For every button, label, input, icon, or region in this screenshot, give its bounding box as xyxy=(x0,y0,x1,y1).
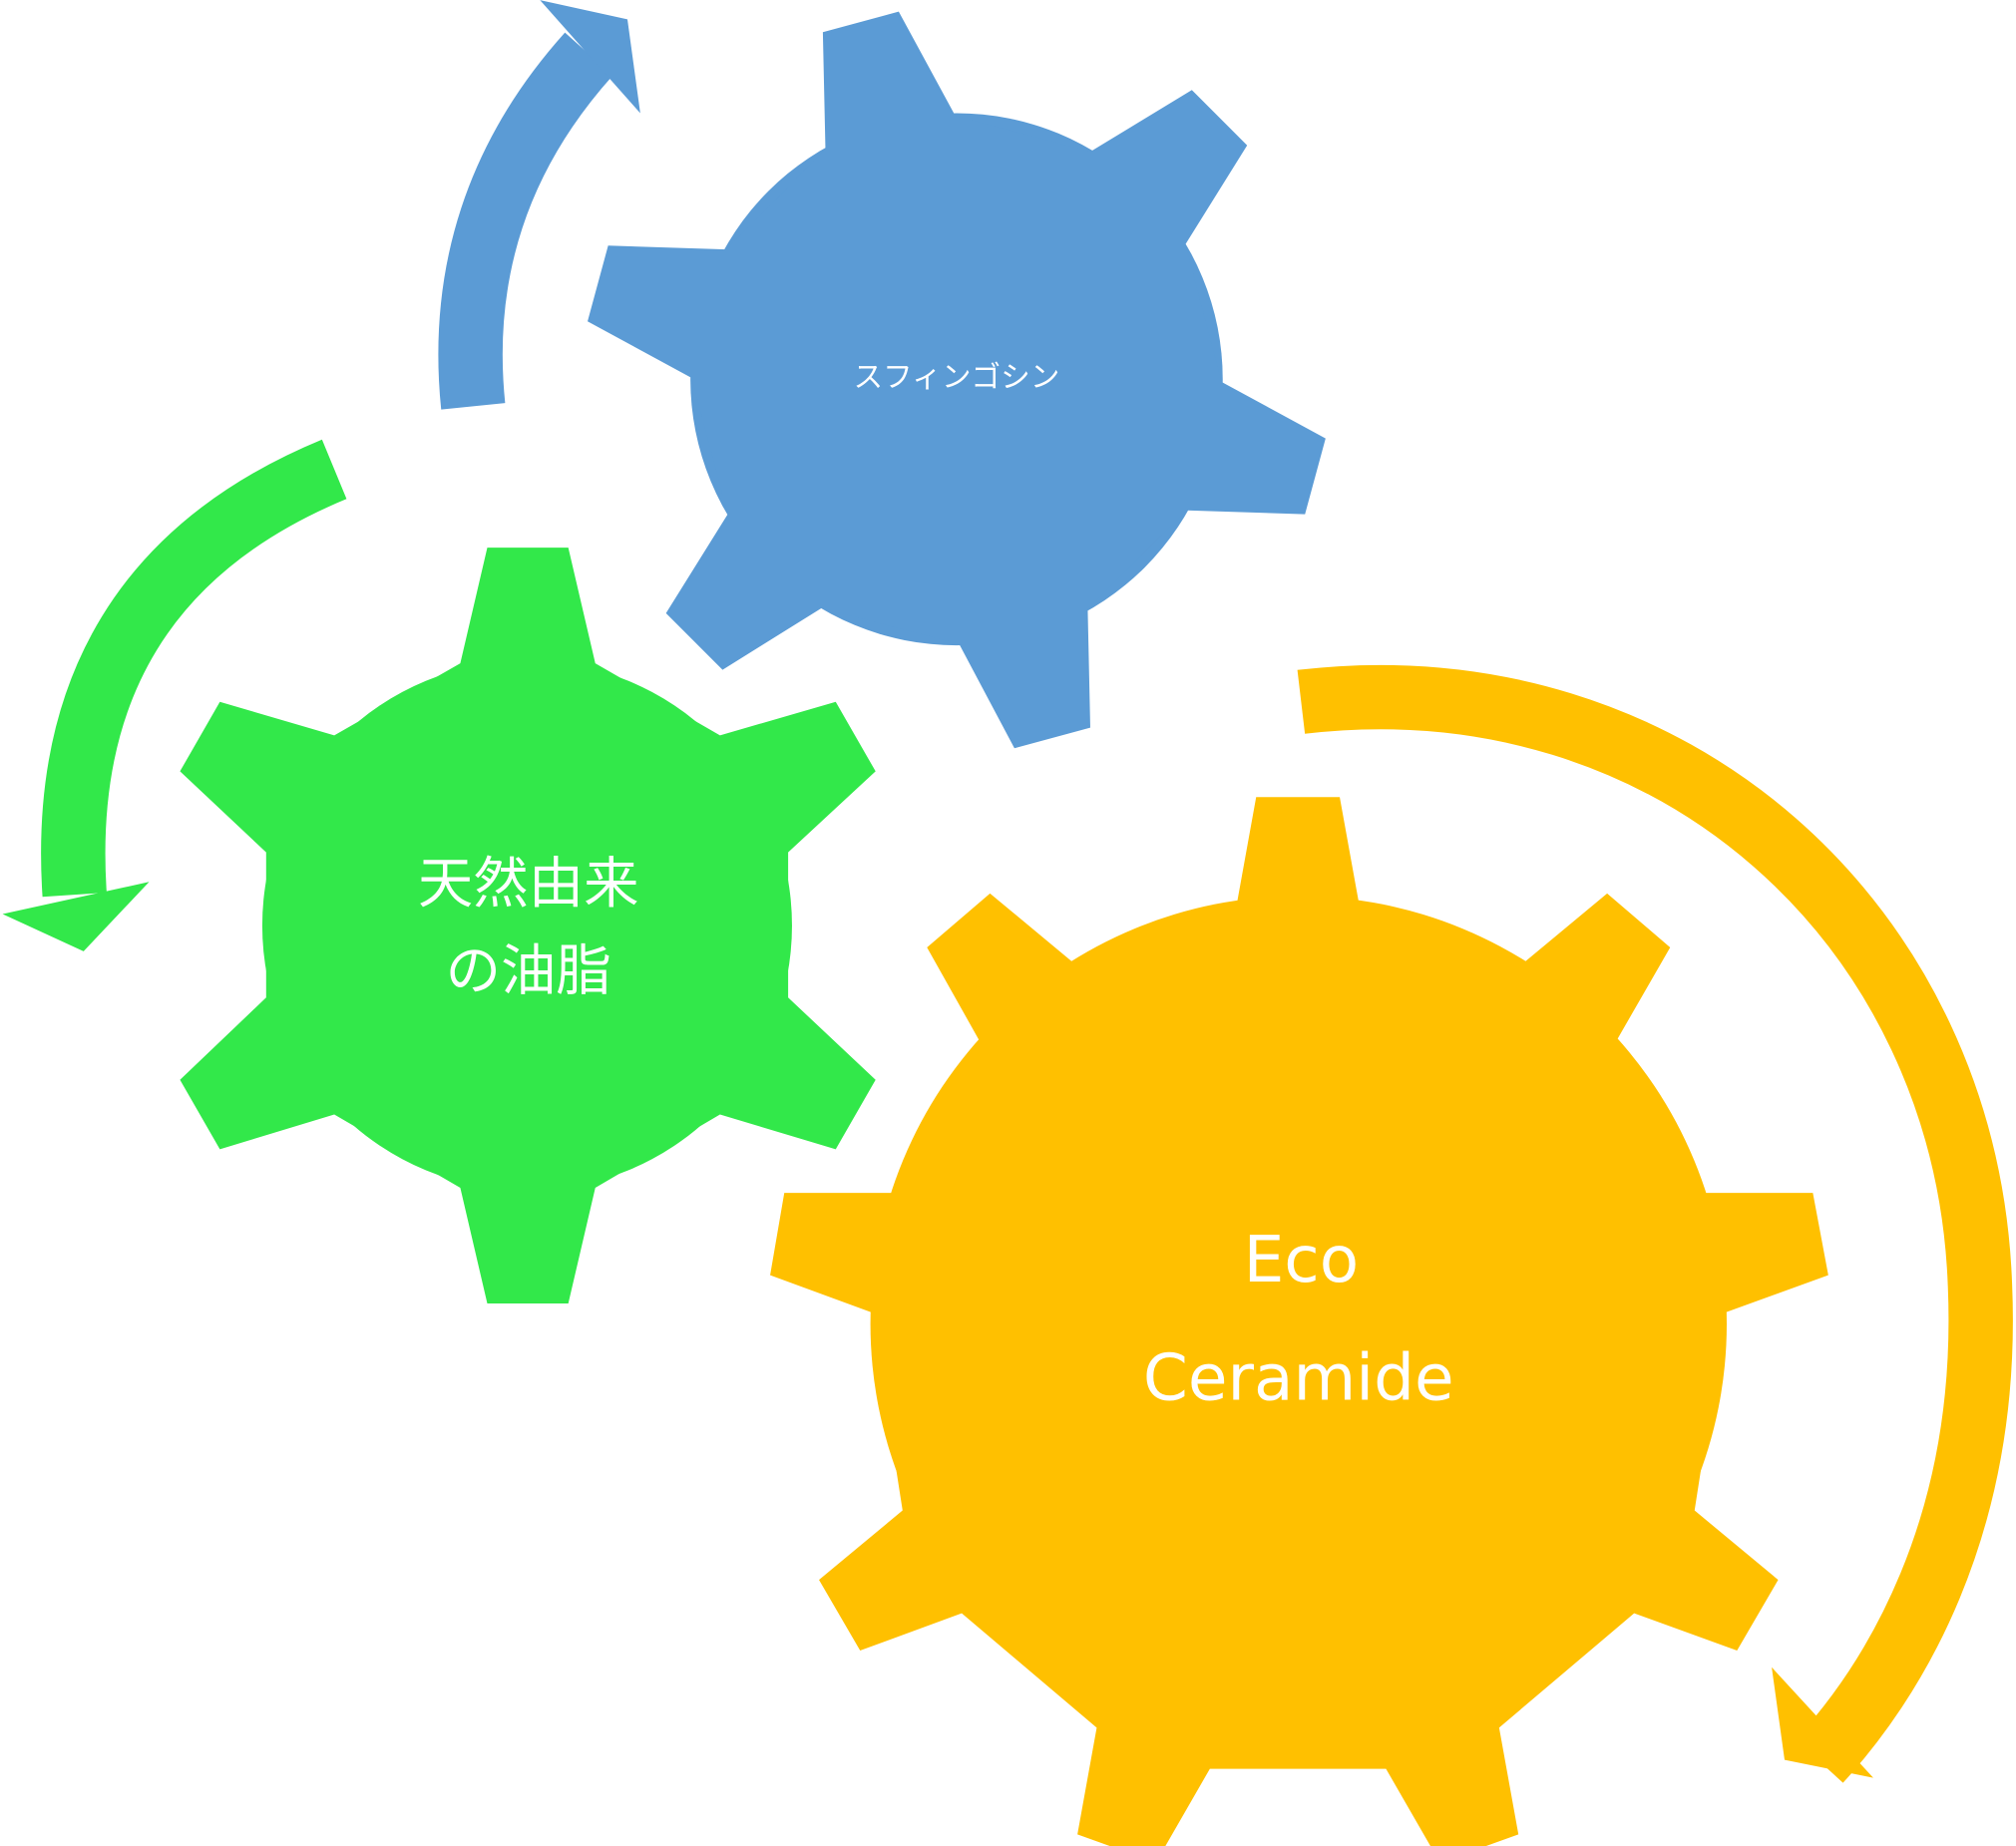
blue-cycle-arrow xyxy=(438,0,640,410)
orange-gear-label-line2: Ceramide xyxy=(1143,1341,1454,1416)
orange-cycle-arrow xyxy=(1297,665,2013,1783)
green-gear-label-line2: の油脂 xyxy=(446,940,611,1004)
orange-gear: Eco Ceramide xyxy=(770,797,1828,1846)
blue-gear-label: スフィンゴシン xyxy=(854,359,1060,394)
green-cycle-arrow xyxy=(2,439,347,951)
green-gear-label-line1: 天然由来 xyxy=(418,853,639,917)
green-gear: 天然由来 の油脂 xyxy=(180,548,876,1304)
blue-gear: スフィンゴシン xyxy=(588,11,1326,749)
orange-gear-label-line1: Eco xyxy=(1244,1223,1360,1297)
